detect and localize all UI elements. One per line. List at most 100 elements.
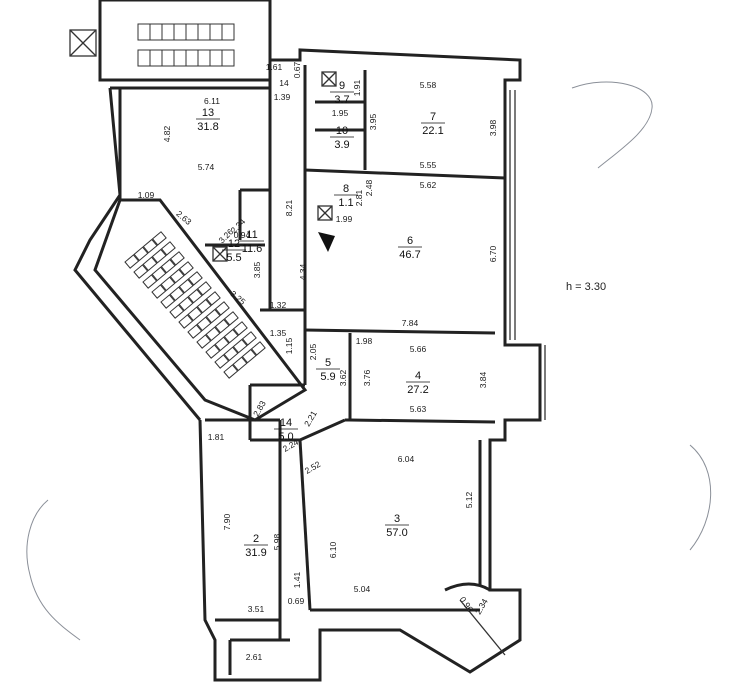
outer-walls [73, 48, 546, 682]
room-3: 357.0 [385, 513, 409, 539]
room-number: 14 [280, 417, 292, 429]
stair-tread [124, 254, 140, 269]
stair-tread [160, 294, 176, 309]
stair-tread [178, 261, 194, 276]
stair-tread [187, 324, 203, 339]
room-4: 427.2 [406, 370, 430, 396]
dimension-label: 3.95 [368, 113, 378, 130]
dimension-label: 1.81 [208, 432, 225, 442]
dimension-label: 3.98 [488, 119, 498, 136]
room-number: 5 [325, 357, 331, 369]
pencil-scribble [26, 499, 81, 641]
stair-tread [214, 336, 230, 352]
dimension-label: 14 [279, 78, 289, 88]
stair-flight-step [160, 271, 203, 309]
dimension-label: 6.70 [488, 245, 498, 262]
room-11: 11 11.6 [240, 229, 264, 255]
dimension-label: 5.04 [354, 584, 371, 594]
stair-tread [187, 271, 203, 286]
stair-tread [160, 241, 176, 256]
stairwell-diagonal [93, 198, 308, 422]
dimension-label: 2.81 [354, 189, 364, 206]
dimension-label: 0.69 [288, 596, 305, 606]
dimension-label: 2.21 [302, 409, 319, 429]
room-number: 10 [336, 125, 348, 137]
dimension-label: 2.34 [473, 597, 490, 617]
shafts [212, 71, 337, 262]
stair-tread [178, 314, 194, 329]
stair-flight-step [205, 321, 248, 359]
stair-flight-step [142, 251, 185, 289]
dimension-label: 1.32 [270, 300, 287, 310]
stair-tread [185, 49, 199, 67]
room-area: 46.7 [399, 249, 420, 261]
stair-flight-step [223, 341, 266, 379]
room-number: 7 [430, 111, 436, 123]
room-10: 103.9 [330, 125, 354, 151]
stair-tread [221, 49, 235, 67]
dimension-label: 3.84 [478, 371, 488, 388]
dimension-label: 3.76 [362, 369, 372, 386]
dimension-label: 6.11 [204, 96, 220, 106]
stair-tread [151, 248, 167, 264]
dimension-label: 1.61 [266, 62, 283, 72]
dimension-label: 3.51 [248, 604, 265, 614]
dimension-label: 1.15 [284, 337, 294, 354]
stair-tread [133, 246, 149, 262]
stair-tread [173, 23, 187, 41]
stair-tread [137, 23, 151, 41]
dimension-label: 2.05 [308, 343, 318, 360]
stairwell-top [69, 0, 272, 82]
stair-tread [169, 251, 185, 266]
stair-tread [149, 23, 163, 41]
stair-tread [232, 356, 248, 372]
room-area: 5.9 [320, 371, 335, 383]
dimension-label: 7.84 [402, 318, 419, 328]
room-area: 11.6 [242, 243, 263, 255]
room-6: 646.7 [398, 235, 422, 261]
stair-flight-step [124, 231, 167, 269]
dimension-label: 1.41 [292, 571, 302, 588]
dimension-label: 1.98 [356, 336, 373, 346]
pencil-scribble [571, 81, 653, 169]
stair-tread [187, 306, 203, 322]
room-area: 5.0 [278, 431, 293, 443]
room-number: 12 [228, 238, 240, 250]
stair-tread [160, 276, 176, 292]
stair-tread [196, 298, 212, 314]
room-area: 3.7 [334, 94, 349, 106]
stair-tread [196, 281, 212, 296]
dimension-label: 5.63 [410, 404, 427, 414]
dimension-label: 5.74 [198, 162, 215, 172]
room-area: 57.0 [386, 527, 407, 539]
stair-tread [161, 23, 175, 41]
stair-tread [142, 274, 158, 289]
room-5: 55.9 [316, 357, 340, 383]
dimension-label: 0.67 [292, 61, 302, 78]
room-number: 2 [253, 533, 259, 545]
stair-tread [197, 49, 211, 67]
dimension-label: 3.25 [228, 289, 247, 307]
stair-tread [241, 331, 257, 346]
stair-tread [151, 231, 167, 246]
room-number: 11 [246, 229, 257, 241]
stair-tread [250, 341, 266, 356]
room-9: 93.7 [330, 80, 354, 106]
stair-tread [178, 278, 194, 294]
room-area: 1.1 [338, 197, 353, 209]
room-8: 81.1 [334, 183, 358, 209]
stair-tread [209, 49, 223, 67]
stair-tread [178, 296, 194, 312]
room-number: 8 [343, 183, 349, 195]
stair-tread [142, 256, 158, 272]
stair-tread [205, 308, 221, 324]
pencil-scribble [689, 444, 712, 551]
dimension-label: 5.62 [420, 180, 437, 190]
stair-flight-step [187, 301, 230, 339]
dimension-label: 5.66 [410, 344, 427, 354]
stair-tread [214, 301, 230, 316]
room-number: 9 [339, 80, 345, 92]
